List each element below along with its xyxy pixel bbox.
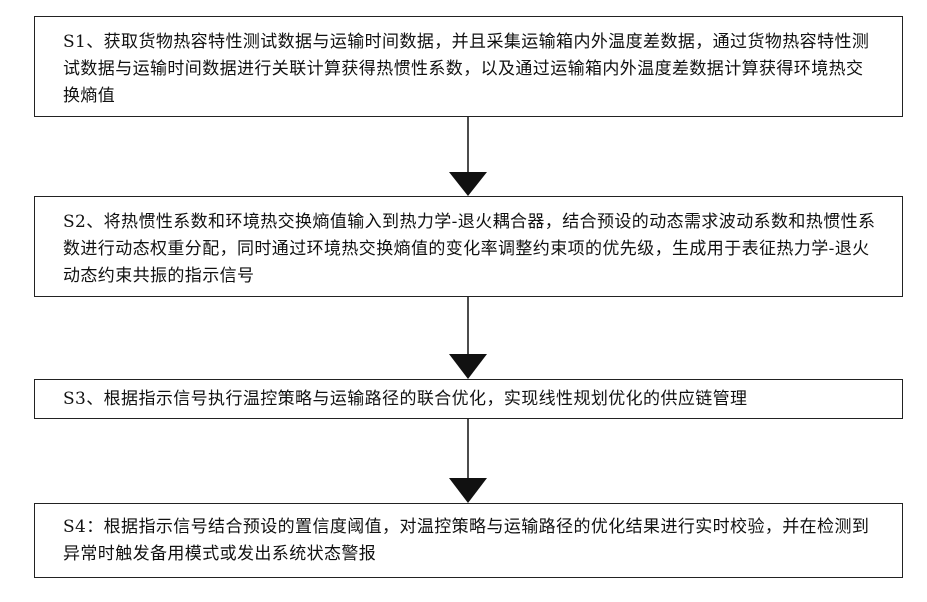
step-text-s4: S4：根据指示信号结合预设的置信度阈值，对温控策略与运输路径的优化结果进行实时校… (63, 514, 878, 568)
step-box-s3: S3、根据指示信号执行温控策略与运输路径的联合优化，实现线性规划优化的供应链管理 (34, 379, 903, 419)
step-box-s4: S4：根据指示信号结合预设的置信度阈值，对温控策略与运输路径的优化结果进行实时校… (34, 503, 903, 578)
step-box-s2: S2、将热惯性系数和环境热交换熵值输入到热力学-退火耦合器，结合预设的动态需求波… (34, 196, 903, 297)
step-box-s1: S1、获取货物热容特性测试数据与运输时间数据，并且采集运输箱内外温度差数据，通过… (34, 16, 903, 117)
step-text-s3: S3、根据指示信号执行温控策略与运输路径的联合优化，实现线性规划优化的供应链管理 (63, 386, 878, 413)
step-text-s1: S1、获取货物热容特性测试数据与运输时间数据，并且采集运输箱内外温度差数据，通过… (63, 29, 878, 110)
arrow-s1-to-s2 (449, 117, 487, 196)
arrow-s2-to-s3 (449, 297, 487, 379)
arrow-s3-to-s4 (449, 419, 487, 503)
step-text-s2: S2、将热惯性系数和环境热交换熵值输入到热力学-退火耦合器，结合预设的动态需求波… (63, 209, 878, 290)
